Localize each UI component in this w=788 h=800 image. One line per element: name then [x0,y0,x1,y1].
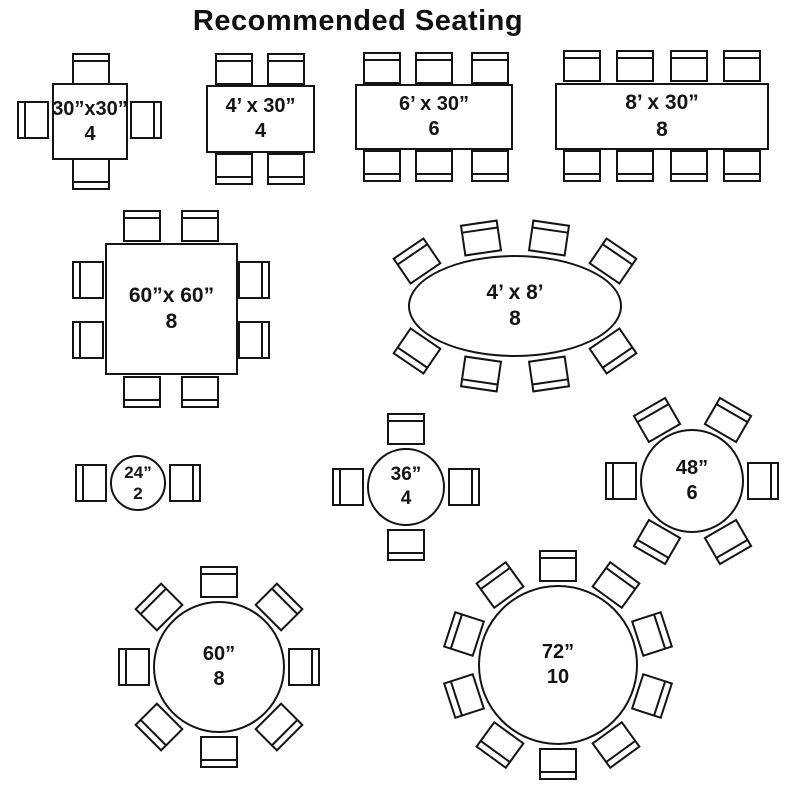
chair-icon [288,648,320,686]
chair-icon [238,321,270,359]
chair-icon [471,150,509,182]
chair-icon [415,150,453,182]
table-4ft-x-30in: 4’ x 30” 4 [206,85,315,153]
chair-icon [723,50,761,82]
chair-icon [563,50,601,82]
chair-icon [267,53,305,85]
table-size-label: 72” [541,641,575,663]
table-oval-4x8: 4’ x 8’ 8 [408,255,622,357]
table-seats-label: 4 [254,120,267,142]
chair-icon [123,210,161,242]
chair-icon [181,376,219,408]
table-round-36: 36” 4 [367,448,445,526]
chair-icon [539,550,577,582]
table-size-label: 24” [124,462,152,482]
table-seats-label: 8 [165,310,178,333]
chair-icon [215,153,253,185]
table-size-label: 48” [675,457,709,479]
page-title: Recommended Seating [192,5,524,37]
chair-icon [72,53,110,85]
chair-icon [387,413,425,445]
chair-icon [631,611,674,658]
chair-icon [605,462,637,500]
table-size-label: 36” [390,464,422,486]
chair-icon [459,354,503,393]
chair-icon [72,261,104,299]
chair-icon [267,153,305,185]
table-size-label: 4’ x 30” [225,95,296,117]
table-size-label: 8’ x 30” [625,91,699,115]
table-seats-label: 4 [400,488,412,509]
table-size-label: 60”x 60” [128,283,215,307]
chair-icon [169,464,201,502]
table-size-label: 6’ x 30” [398,93,470,115]
chair-icon [130,101,162,139]
table-seats-label: 2 [133,484,143,503]
table-seats-label: 8 [656,117,668,141]
table-6ft-x-30in: 6’ x 30” 6 [355,84,513,150]
table-seats-label: 8 [213,668,225,690]
table-size-label: 60” [202,643,236,665]
chair-icon [415,52,453,84]
table-round-72: 72” 10 [478,585,638,745]
chair-icon [123,376,161,408]
chair-icon [563,150,601,182]
chair-icon [616,50,654,82]
chair-icon [118,648,150,686]
table-30x30: 30”x30” 4 [52,83,128,160]
chair-icon [527,219,571,257]
chair-icon [723,150,761,182]
table-seats-label: 6 [428,118,440,140]
table-8ft-x-30in: 8’ x 30” 8 [555,83,769,150]
chair-icon [471,52,509,84]
chair-icon [200,566,238,598]
table-round-48: 48” 6 [640,429,744,533]
chair-icon [363,150,401,182]
chair-icon [75,464,107,502]
chair-icon [631,672,674,719]
chair-icon [670,50,708,82]
chair-icon [238,261,270,299]
table-seats-label: 10 [546,666,570,688]
chair-icon [181,210,219,242]
table-round-60: 60” 8 [153,601,285,733]
chair-icon [72,321,104,359]
chair-icon [527,354,571,393]
chair-icon [747,462,779,500]
table-size-label: 4’ x 8’ [486,280,544,304]
chair-icon [670,150,708,182]
table-60x60: 60”x 60” 8 [105,243,238,375]
table-seats-label: 4 [84,122,96,145]
chair-icon [215,53,253,85]
chair-icon [363,52,401,84]
chair-icon [387,529,425,561]
chair-icon [539,748,577,780]
table-seats-label: 6 [686,482,698,504]
chair-icon [332,468,364,506]
table-round-24: 24” 2 [110,455,166,511]
chair-icon [616,150,654,182]
chair-icon [448,468,480,506]
table-size-label: 30”x30” [52,97,128,120]
chair-icon [200,736,238,768]
table-seats-label: 8 [509,307,521,330]
chair-icon [17,101,49,139]
chair-icon [72,158,110,190]
chair-icon [459,219,503,257]
